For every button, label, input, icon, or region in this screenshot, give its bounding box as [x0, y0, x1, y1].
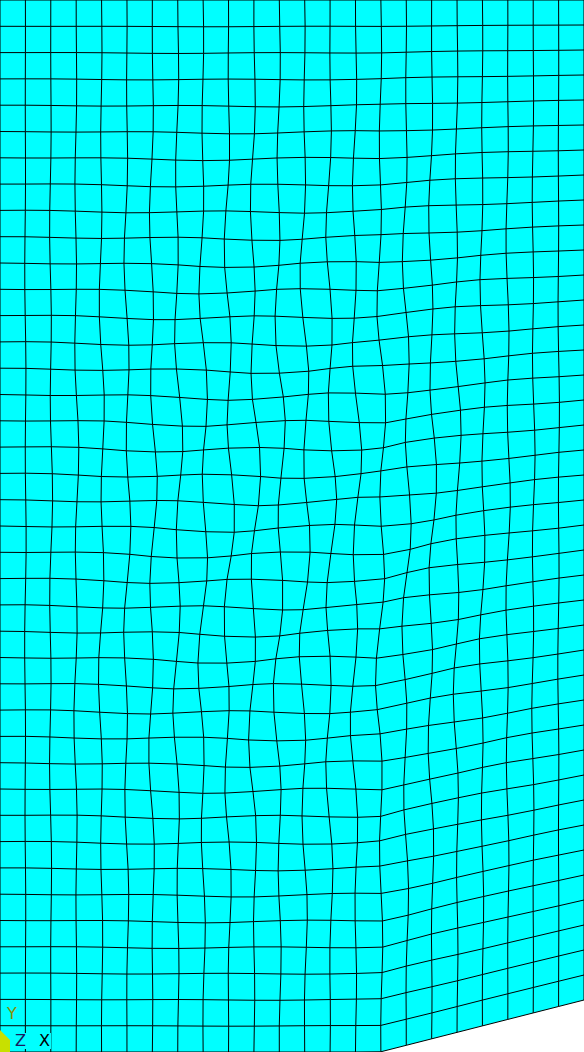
- mesh-line: [0, 0, 1, 1052]
- mesh-line: [0, 425, 584, 452]
- mesh-line: [273, 0, 285, 1052]
- mesh-line: [124, 0, 131, 1052]
- mesh-line: [0, 675, 584, 714]
- mesh-line: [0, 375, 584, 400]
- mesh-line: [0, 825, 584, 871]
- mesh-line: [0, 325, 584, 346]
- mesh-line: [249, 0, 261, 1052]
- axis-triad: [0, 1030, 10, 1052]
- mesh-line: [0, 400, 584, 426]
- mesh-line: [0, 925, 584, 974]
- mesh-line: [0, 475, 584, 506]
- mesh-line: [0, 700, 584, 741]
- mesh-line: [0, 650, 584, 689]
- axis-label: X: [38, 1033, 51, 1049]
- mesh-line: [0, 150, 584, 161]
- mesh-line: [0, 850, 584, 897]
- mesh-line: [0, 875, 584, 923]
- mesh-line: [0, 525, 584, 558]
- axis-label: Y: [6, 1006, 18, 1022]
- mesh-line: [376, 0, 386, 1052]
- mesh-line: [0, 200, 584, 213]
- mesh-line: [173, 0, 183, 1052]
- mesh-line: [453, 0, 461, 1032]
- mesh-line: [299, 0, 310, 1052]
- mesh-line: [0, 975, 584, 1026]
- mesh-line: [198, 0, 208, 1052]
- mesh-line: [224, 0, 234, 1052]
- mesh-line: [479, 0, 485, 1026]
- mesh-line: [149, 0, 157, 1052]
- mesh-line: [0, 300, 584, 320]
- mesh-line: [0, 550, 584, 583]
- mesh-line: [0, 625, 584, 663]
- mesh-line: [0, 950, 584, 1000]
- mesh-line: [0, 250, 584, 267]
- mesh-line: [50, 0, 53, 1052]
- mesh-line: [0, 25, 584, 27]
- mesh-line: [0, 600, 584, 637]
- mesh-line: [0, 0, 584, 1]
- mesh-line: [0, 50, 584, 53]
- mesh-line: [350, 0, 361, 1052]
- mesh-line: [428, 0, 436, 1039]
- mesh-line: [0, 125, 584, 134]
- mesh-line: [0, 450, 584, 478]
- mesh-line: [0, 775, 584, 819]
- mesh-line: [0, 500, 584, 532]
- mesh-line: [558, 0, 560, 1006]
- mesh-line: [0, 175, 584, 187]
- mesh-line: [532, 0, 535, 1013]
- mesh-line: [0, 575, 584, 610]
- mesh-line: [0, 900, 584, 948]
- axis-label: Z: [14, 1033, 27, 1049]
- mesh-line: [0, 75, 584, 80]
- mesh-line: [0, 750, 584, 793]
- mesh-line: [25, 0, 26, 1052]
- mesh-line: [326, 0, 337, 1052]
- mesh-line: [402, 0, 411, 1045]
- mesh-line: [0, 225, 584, 240]
- mesh-line: [99, 0, 105, 1052]
- mesh-line: [0, 100, 584, 107]
- mesh-line: [0, 1000, 584, 1052]
- mesh-line: [74, 0, 79, 1052]
- mesh-line: [0, 350, 584, 373]
- mesh-line: [0, 725, 584, 767]
- mesh-line: [506, 0, 510, 1019]
- mesh-line: [0, 800, 584, 844]
- mesh-line: [0, 275, 584, 294]
